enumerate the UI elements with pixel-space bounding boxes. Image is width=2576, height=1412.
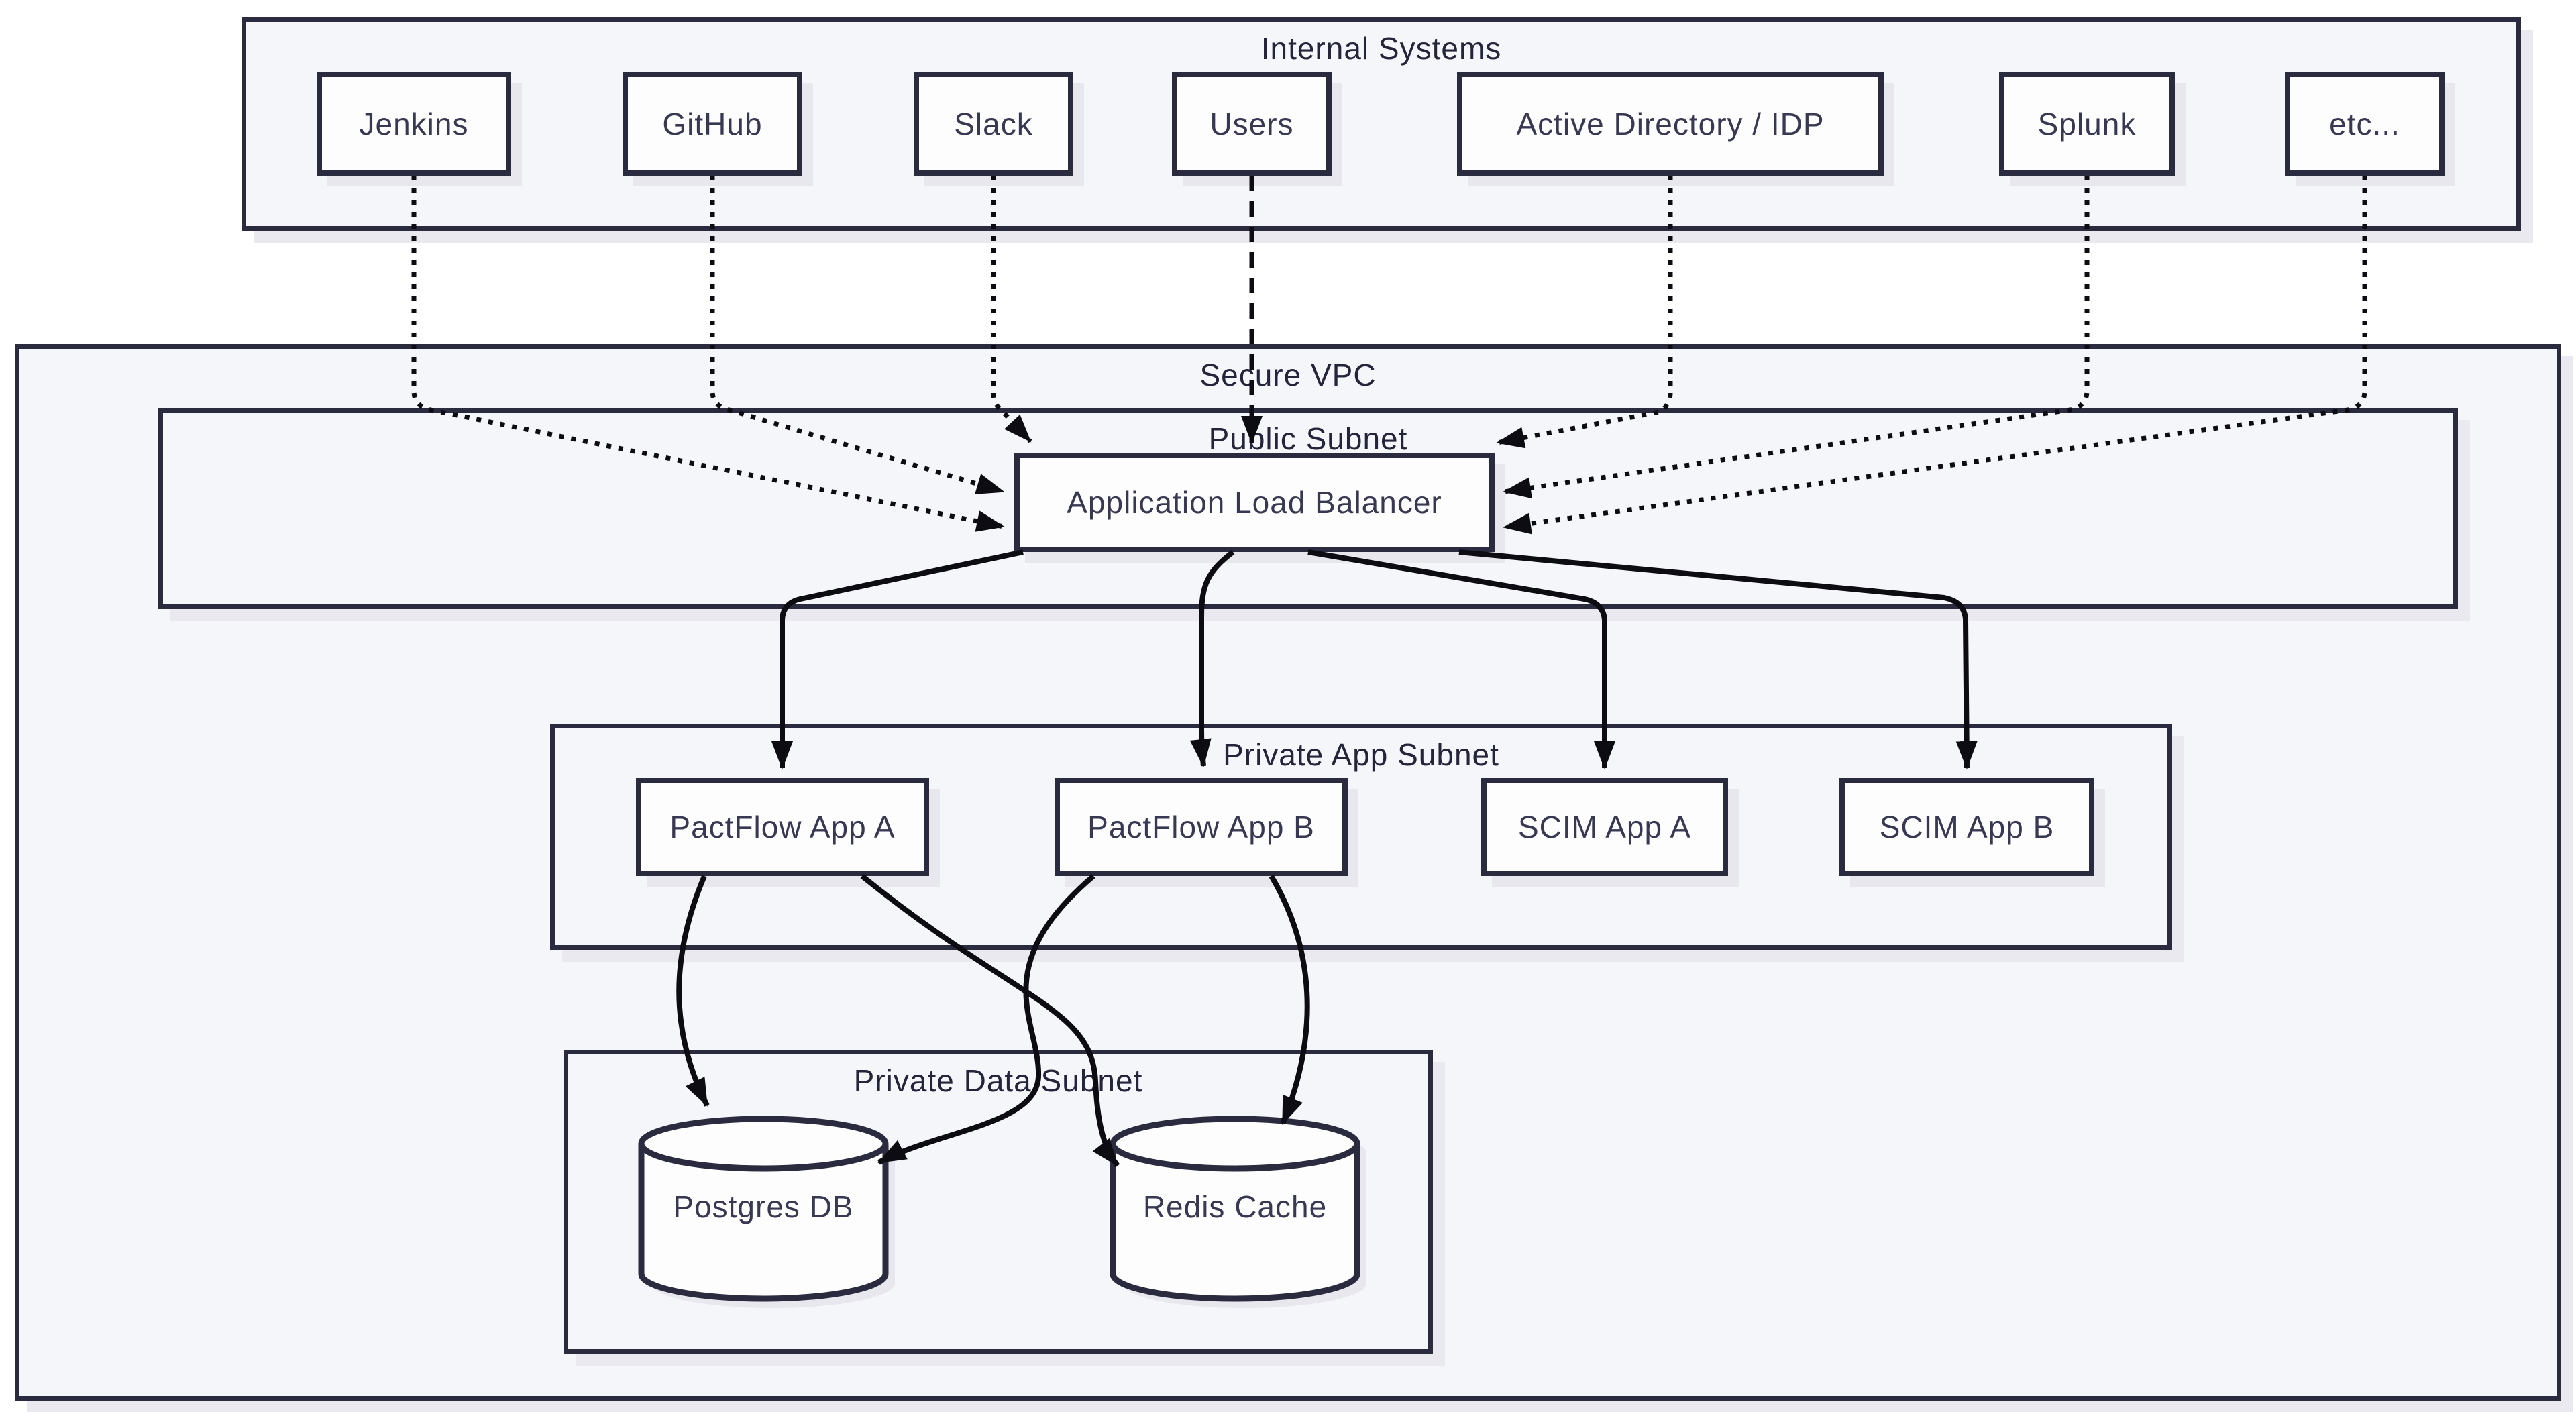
public-subnet-label: Public Subnet xyxy=(1208,421,1408,456)
internal-systems-container: Internal Systems xyxy=(241,17,2521,231)
node-pactflow-app-a-label: PactFlow App A xyxy=(669,810,896,845)
node-scim-app-b: SCIM App B xyxy=(1839,778,2094,876)
node-jenkins-label: Jenkins xyxy=(359,106,469,142)
node-etc: etc... xyxy=(2285,72,2445,176)
node-active-directory-idp-label: Active Directory / IDP xyxy=(1516,106,1825,142)
node-scim-app-a: SCIM App A xyxy=(1481,778,1728,876)
node-users-label: Users xyxy=(1210,106,1294,142)
node-application-load-balancer-label: Application Load Balancer xyxy=(1067,485,1442,520)
node-application-load-balancer: Application Load Balancer xyxy=(1014,453,1495,552)
node-postgres-db-label: Postgres DB xyxy=(673,1189,854,1224)
private-app-subnet-label: Private App Subnet xyxy=(1223,737,1499,772)
node-active-directory-idp: Active Directory / IDP xyxy=(1457,72,1884,176)
database-cylinder-icon xyxy=(638,1116,895,1308)
node-github: GitHub xyxy=(623,72,802,176)
node-splunk-label: Splunk xyxy=(2037,106,2137,142)
node-users: Users xyxy=(1172,72,1332,176)
node-slack-label: Slack xyxy=(954,106,1033,142)
node-etc-label: etc... xyxy=(2329,106,2400,142)
node-scim-app-a-label: SCIM App A xyxy=(1517,810,1691,845)
secure-vpc-label: Secure VPC xyxy=(1199,358,1377,392)
node-pactflow-app-b-label: PactFlow App B xyxy=(1087,810,1315,845)
node-redis-cache: Redis Cache xyxy=(1110,1116,1366,1308)
internal-systems-label: Internal Systems xyxy=(1260,31,1502,66)
node-pactflow-app-a: PactFlow App A xyxy=(636,778,929,876)
database-cylinder-icon xyxy=(1110,1116,1366,1308)
node-jenkins: Jenkins xyxy=(317,72,511,176)
node-splunk: Splunk xyxy=(1999,72,2175,176)
node-postgres-db: Postgres DB xyxy=(638,1116,895,1308)
node-github-label: GitHub xyxy=(662,106,763,142)
private-data-subnet-label: Private Data Subnet xyxy=(853,1063,1143,1098)
node-slack: Slack xyxy=(914,72,1073,176)
node-pactflow-app-b: PactFlow App B xyxy=(1055,778,1348,876)
node-scim-app-b-label: SCIM App B xyxy=(1879,810,2055,845)
node-redis-cache-label: Redis Cache xyxy=(1142,1189,1328,1224)
